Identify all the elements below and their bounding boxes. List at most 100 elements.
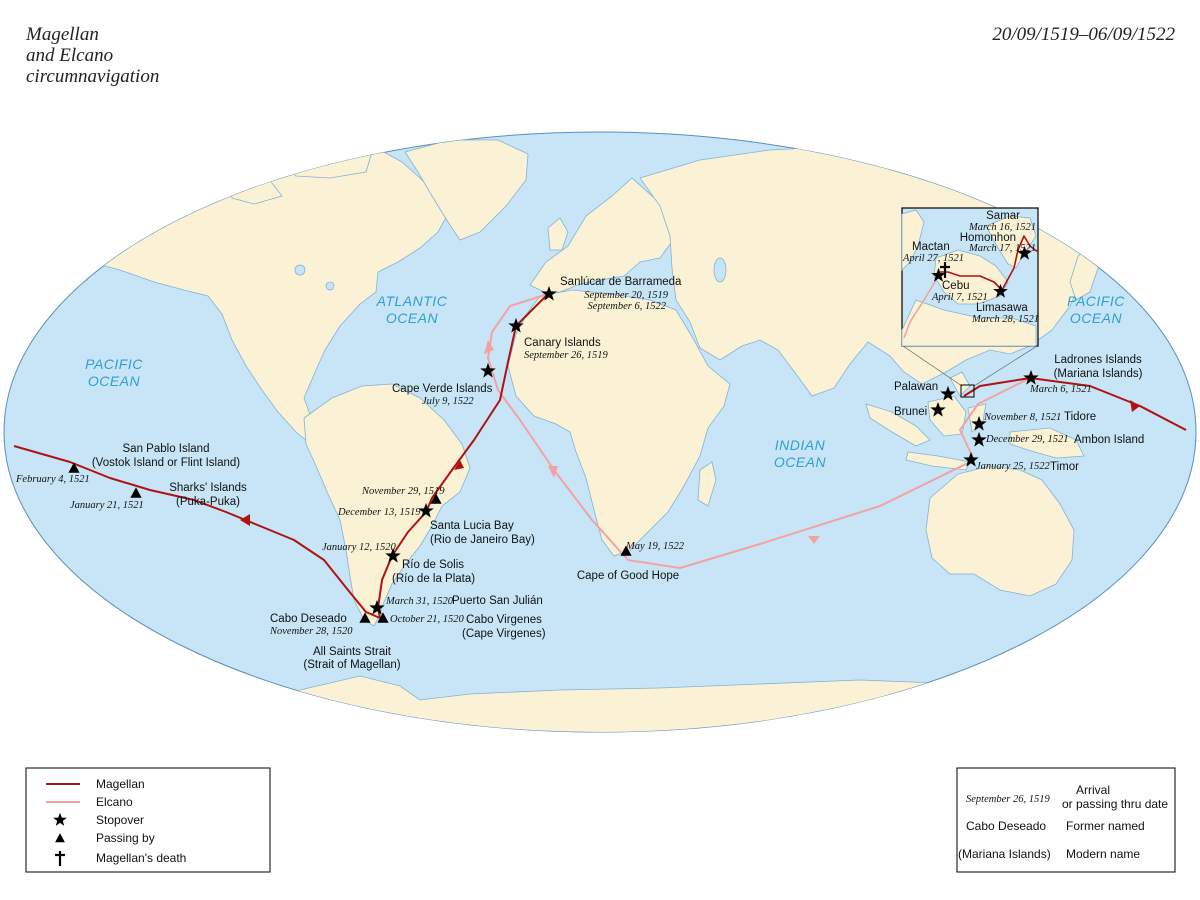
inset-label-mactan: Mactan xyxy=(912,241,950,253)
key-modern: Modern name xyxy=(1066,847,1140,861)
map-title: Magellan and Elcano circumnavigation xyxy=(25,24,159,87)
date-cabo-deseado: November 28, 1520 xyxy=(269,626,353,637)
label-cabo-virgenes-modern: (Cape Virgenes) xyxy=(462,628,546,640)
label-ambon: Ambon Island xyxy=(1074,434,1144,446)
date-tidore: November 8, 1521 xyxy=(983,412,1061,423)
pacific-ocean-label: PACIFIC xyxy=(85,356,143,372)
legend-passing: Passing by xyxy=(96,831,155,845)
label-santa-lucia-modern: (Rio de Janeiro Bay) xyxy=(430,534,535,546)
inset-label-cebu: Cebu xyxy=(942,280,970,292)
date-sharks: January 21, 1521 xyxy=(70,500,144,511)
date-sanlucar-1: September 20, 1519 xyxy=(584,290,668,301)
label-sharks-modern: (Puka-Puka) xyxy=(176,496,240,508)
landmass-africa xyxy=(507,289,731,557)
date-san-julian: March 31, 1520 xyxy=(385,596,454,607)
label-good-hope: Cape of Good Hope xyxy=(577,570,679,582)
landmass-south-america xyxy=(303,383,471,627)
route-arrow xyxy=(240,514,250,526)
caspian-sea xyxy=(713,257,727,283)
label-cabo-virgenes: Cabo Virgenes xyxy=(466,614,542,626)
label-san-pablo-modern: (Vostok Island or Flint Island) xyxy=(92,457,240,469)
pacific-ocean-label: OCEAN xyxy=(88,373,141,389)
place-labels: Sanlúcar de Barrameda September 20, 1519… xyxy=(15,276,1144,671)
label-ladrones-modern: (Mariana Islands) xyxy=(1054,368,1143,380)
atlantic-ocean-label: ATLANTIC xyxy=(376,293,448,309)
date-good-hope: May 19, 1522 xyxy=(625,541,685,552)
inset-date-mactan: April 27, 1521 xyxy=(902,253,964,264)
date-san-pablo: February 4, 1521 xyxy=(15,474,90,485)
inset-date-samar: March 16, 1521 xyxy=(968,222,1036,233)
label-strait-modern: (Strait of Magellan) xyxy=(303,659,400,671)
label-strait: All Saints Strait xyxy=(313,646,392,658)
magellan-route-atlantic xyxy=(377,293,549,619)
label-sanlucar: Sanlúcar de Barrameda xyxy=(560,276,682,288)
route-arrow xyxy=(808,536,820,544)
pacific-ocean-label: OCEAN xyxy=(1070,310,1123,326)
legend-stopover: Stopover xyxy=(96,813,144,827)
legend-death: Magellan's death xyxy=(96,851,186,865)
route-arrow xyxy=(1130,400,1140,412)
pacific-ocean-label: PACIFIC xyxy=(1067,293,1125,309)
label-san-julian: Puerto San Julián xyxy=(452,595,543,607)
label-timor: Timor xyxy=(1050,461,1079,473)
legend-cross-icon xyxy=(55,851,65,866)
route-arrow xyxy=(454,460,464,470)
date-cape-verde: July 9, 1522 xyxy=(422,396,474,407)
landmass-australia xyxy=(925,465,1075,597)
inset-elcano-route xyxy=(903,279,937,339)
label-canary: Canary Islands xyxy=(524,337,601,349)
label-cape-verde: Cape Verde Islands xyxy=(392,383,493,395)
legend-elcano: Elcano xyxy=(96,795,133,809)
inset-connectors xyxy=(902,345,1038,398)
label-san-pablo: San Pablo Island xyxy=(123,443,210,455)
date-ambon: December 29, 1521 xyxy=(985,434,1069,445)
key-example-former: Cabo Deseado xyxy=(966,819,1046,833)
magellan-route-pacific-east xyxy=(963,377,1187,431)
landmass-great-britain xyxy=(547,217,569,251)
landmass-madagascar xyxy=(697,461,717,507)
date-timor: January 25, 1522 xyxy=(976,461,1051,472)
inset-label-homonhon: Homonhon xyxy=(960,232,1016,244)
inset-landmass xyxy=(901,299,1037,347)
inset-date-cebu: April 7, 1521 xyxy=(931,292,988,303)
date-canary: September 26, 1519 xyxy=(524,350,608,361)
inset-landmass xyxy=(933,249,1009,305)
ocean-labels: ATLANTIC OCEAN PACIFIC OCEAN PACIFIC OCE… xyxy=(85,293,1125,470)
inset-label-limasawa: Limasawa xyxy=(976,302,1028,314)
inset-label-samar: Samar xyxy=(986,210,1020,222)
svg-text:circumnavigation: circumnavigation xyxy=(26,66,159,87)
legend-magellan: Magellan xyxy=(96,777,145,791)
svg-text:and Elcano: and Elcano xyxy=(26,45,113,66)
date-cabo-virgenes: October 21, 1520 xyxy=(390,614,465,625)
label-ladrones: Ladrones Islands xyxy=(1054,354,1142,366)
date-santa-lucia-1: November 29, 1519 xyxy=(361,486,445,497)
inset-death-marker xyxy=(940,262,950,278)
legend: Magellan Elcano Stopover Passing by Mage… xyxy=(25,767,271,873)
key-arrival-line2: or passing thru date xyxy=(1062,797,1168,811)
key-arrival-line1: Arrival xyxy=(1076,783,1110,797)
indian-ocean-label: OCEAN xyxy=(774,454,827,470)
inset-landmass xyxy=(901,209,925,271)
label-tidore: Tidore xyxy=(1064,411,1096,423)
label-rio-solis-modern: (Río de la Plata) xyxy=(392,573,475,585)
route-arrow xyxy=(548,466,558,478)
label-key: September 26, 1519 Arrival or passing th… xyxy=(956,767,1176,873)
date-santa-lucia-2: December 13, 1519 xyxy=(337,507,421,518)
atlantic-ocean-label: OCEAN xyxy=(386,310,439,326)
label-santa-lucia: Santa Lucia Bay xyxy=(430,520,514,532)
lake xyxy=(294,264,306,276)
date-ladrones: March 6, 1521 xyxy=(1029,384,1092,395)
label-palawan: Palawan xyxy=(894,381,938,393)
key-example-date: September 26, 1519 xyxy=(966,794,1050,805)
label-sharks: Sharks' Islands xyxy=(169,482,247,494)
label-brunei: Brunei xyxy=(894,406,927,418)
date-rio-solis: January 12, 1520 xyxy=(322,542,397,553)
date-sanlucar-2: September 6, 1522 xyxy=(588,301,667,312)
svg-text:Magellan: Magellan xyxy=(25,24,99,45)
label-cabo-deseado: Cabo Deseado xyxy=(270,613,347,625)
landmass-greenland xyxy=(404,139,529,241)
voyage-date-range: 20/09/1519–06/09/1522 xyxy=(992,24,1175,45)
philippines-inset: Samar March 16, 1521 Homonhon March 17, … xyxy=(901,207,1039,347)
